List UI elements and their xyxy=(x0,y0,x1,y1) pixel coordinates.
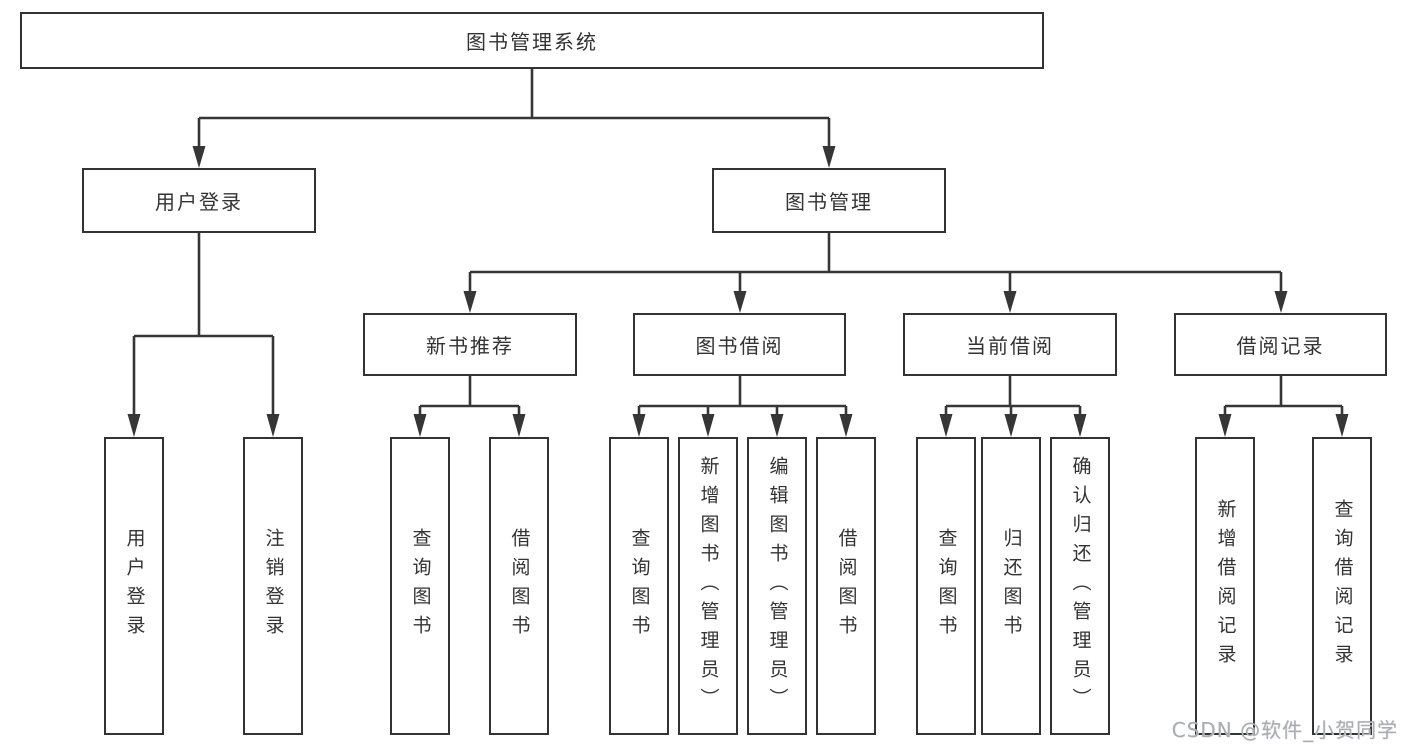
leaf-label: 归还图书 xyxy=(1000,528,1023,644)
node-borrowing-records: 借阅记录 xyxy=(1174,313,1387,376)
arrowhead xyxy=(1335,414,1349,437)
leaf-user-login: 用户登录 xyxy=(104,437,164,735)
arrowhead xyxy=(701,414,715,437)
leaf-label: 新增图书（管理员） xyxy=(697,455,720,717)
leaf-label: 借阅图书 xyxy=(508,528,531,644)
node-label: 图书借阅 xyxy=(695,334,784,358)
arrowhead xyxy=(127,414,141,437)
leaf-label: 用户登录 xyxy=(123,528,146,644)
node-new-book-recommendation: 新书推荐 xyxy=(363,313,577,376)
node-label: 用户登录 xyxy=(155,190,243,214)
arrowhead xyxy=(839,414,853,437)
arrowhead xyxy=(1004,414,1018,437)
leaf-query-books-current: 查询图书 xyxy=(916,437,976,735)
arrowhead xyxy=(192,146,206,168)
arrowhead xyxy=(512,414,526,437)
node-current-borrowing: 当前借阅 xyxy=(903,313,1117,376)
arrowhead xyxy=(632,414,646,437)
leaf-edit-book-admin: 编辑图书（管理员） xyxy=(747,437,807,735)
leaf-label: 新增借阅记录 xyxy=(1214,499,1237,673)
leaf-label: 查询借阅记录 xyxy=(1331,499,1354,673)
leaf-add-borrow-record: 新增借阅记录 xyxy=(1195,437,1255,735)
watermark: CSDN @软件_小贺同学 xyxy=(1171,718,1398,742)
connector-new-book-recommendation-children xyxy=(413,376,526,437)
arrowhead xyxy=(770,414,784,437)
leaf-label: 查询图书 xyxy=(628,528,651,644)
node-label: 图书管理系统 xyxy=(466,30,598,54)
arrowhead xyxy=(1073,414,1087,437)
leaf-logout: 注销登录 xyxy=(243,437,303,735)
leaf-query-borrow-record: 查询借阅记录 xyxy=(1312,437,1372,735)
leaf-borrow-books-recommendation: 借阅图书 xyxy=(489,437,549,735)
leaf-label: 借阅图书 xyxy=(835,528,858,644)
connector-root-to-modules xyxy=(192,69,836,168)
leaf-query-books-borrowing: 查询图书 xyxy=(609,437,669,735)
leaf-label: 确认归还（管理员） xyxy=(1069,455,1092,717)
node-library-management-system: 图书管理系统 xyxy=(20,12,1044,69)
leaf-return-books: 归还图书 xyxy=(981,437,1041,735)
connector-current-borrowing-children xyxy=(939,376,1087,437)
arrowhead xyxy=(1003,291,1017,313)
arrowhead xyxy=(1218,414,1232,437)
leaf-label: 注销登录 xyxy=(262,528,285,644)
arrowhead xyxy=(733,291,747,313)
node-label: 当前借阅 xyxy=(966,334,1054,358)
arrowhead xyxy=(1274,291,1288,313)
leaf-query-books-recommendation: 查询图书 xyxy=(390,437,450,735)
connector-book-management-sections xyxy=(463,233,1288,313)
leaf-label: 查询图书 xyxy=(935,528,958,644)
leaf-borrow-books-borrowing: 借阅图书 xyxy=(816,437,876,735)
leaf-confirm-return-admin: 确认归还（管理员） xyxy=(1050,437,1110,735)
node-label: 借阅记录 xyxy=(1236,334,1325,358)
arrowhead xyxy=(266,414,280,437)
arrowhead xyxy=(413,414,427,437)
leaf-label: 查询图书 xyxy=(409,528,432,644)
arrowhead xyxy=(939,414,953,437)
leaf-add-book-admin: 新增图书（管理员） xyxy=(678,437,738,735)
node-book-borrowing: 图书借阅 xyxy=(633,313,846,376)
connector-borrowing-records-children xyxy=(1218,376,1349,437)
arrowhead xyxy=(822,146,836,168)
node-book-management: 图书管理 xyxy=(712,168,946,233)
node-user-login: 用户登录 xyxy=(82,168,316,233)
arrowhead xyxy=(463,291,477,313)
node-label: 新书推荐 xyxy=(426,334,514,358)
leaf-label: 编辑图书（管理员） xyxy=(766,455,789,717)
connector-book-borrowing-children xyxy=(632,376,853,437)
connector-user-login-children xyxy=(127,233,280,437)
node-label: 图书管理 xyxy=(785,190,873,214)
